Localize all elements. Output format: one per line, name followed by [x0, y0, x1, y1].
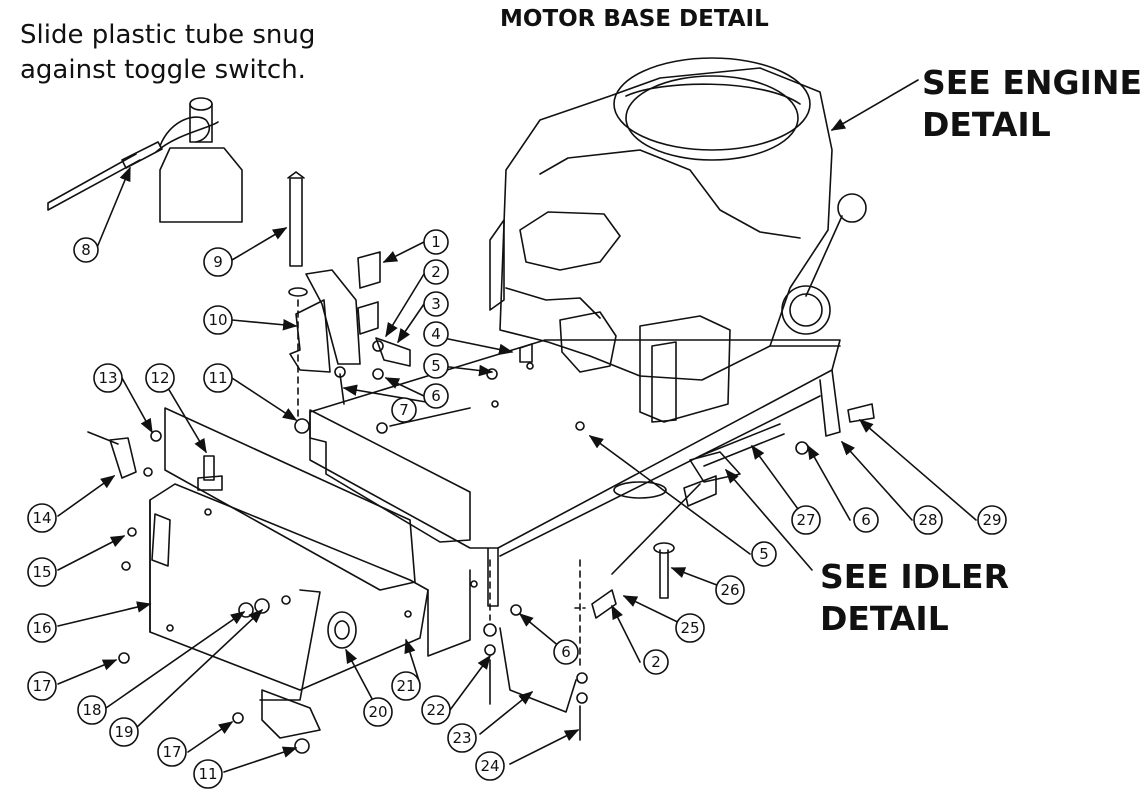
bubble-3: 3 — [423, 291, 449, 317]
bubble-7: 7 — [391, 397, 417, 423]
diagram-title: MOTOR BASE DETAIL — [500, 6, 769, 32]
bubble-25-label: 25 — [680, 619, 699, 637]
bubble-2-lower-label: 2 — [651, 653, 661, 671]
bubble-6-lower-label: 6 — [561, 643, 571, 661]
bubble-22: 22 — [421, 695, 451, 725]
bubble-11-bottom: 11 — [193, 759, 223, 789]
hardware-parts — [87, 171, 875, 754]
bubble-27-label: 27 — [796, 511, 815, 529]
see-idler-detail-callout: SEE IDLER DETAIL — [820, 556, 1009, 640]
assembly-note-line-2: against toggle switch. — [20, 55, 306, 85]
bubble-17-left-label: 17 — [32, 677, 51, 695]
bubble-17-bottom-label: 17 — [162, 743, 181, 761]
bubble-8: 8 — [73, 237, 99, 263]
bubble-16-label: 16 — [32, 619, 51, 637]
bubble-13-label: 13 — [98, 369, 117, 387]
bubble-28: 28 — [913, 505, 943, 535]
bubble-17-left: 17 — [27, 671, 57, 701]
bubble-2-label: 2 — [431, 263, 441, 281]
bubble-11-label: 11 — [208, 369, 227, 387]
bubble-21-label: 21 — [396, 677, 415, 695]
bubble-15: 15 — [27, 557, 57, 587]
bubble-4-label: 4 — [431, 325, 441, 343]
bubble-1-label: 1 — [431, 233, 441, 251]
bubble-3-label: 3 — [431, 295, 441, 313]
see-engine-detail-callout: SEE ENGINE DETAIL — [922, 62, 1142, 146]
idler-callout-line-1: SEE IDLER — [820, 557, 1009, 596]
callout-bubbles: 1 2 3 4 5 6 7 8 9 10 13 12 11 14 15 16 1… — [27, 229, 1007, 789]
assembly-note-line-1: Slide plastic tube snug — [20, 20, 316, 50]
bubble-6-right: 6 — [853, 507, 879, 533]
bubble-4: 4 — [423, 321, 449, 347]
engine-callout-line-2: DETAIL — [922, 105, 1051, 144]
bubble-12-label: 12 — [150, 369, 169, 387]
bubble-6: 6 — [423, 383, 449, 409]
bubble-29: 29 — [977, 505, 1007, 535]
bubble-2-lower: 2 — [643, 649, 669, 675]
bubble-16: 16 — [27, 613, 57, 643]
bubble-7-label: 7 — [399, 401, 409, 419]
bubble-22-label: 22 — [426, 701, 445, 719]
bubble-20-label: 20 — [368, 703, 387, 721]
bubble-24-label: 24 — [480, 757, 499, 775]
bubble-24: 24 — [475, 751, 505, 781]
bubble-2: 2 — [423, 259, 449, 285]
bubble-10: 10 — [203, 305, 233, 335]
bubble-9-label: 9 — [213, 253, 223, 271]
engine-callout-line-1: SEE ENGINE — [922, 63, 1142, 102]
bubble-5-label: 5 — [431, 357, 441, 375]
bubble-26-label: 26 — [720, 581, 739, 599]
bubble-18-label: 18 — [82, 701, 101, 719]
bubble-23: 23 — [447, 723, 477, 753]
bubble-9: 9 — [203, 247, 233, 277]
bubble-23-label: 23 — [452, 729, 471, 747]
bubble-21: 21 — [391, 671, 421, 701]
leader-lines — [57, 79, 977, 773]
bubble-19: 19 — [109, 717, 139, 747]
bubble-29-label: 29 — [982, 511, 1001, 529]
motor-base-plate — [309, 339, 841, 607]
idler-callout-line-2: DETAIL — [820, 599, 949, 638]
bubble-6-lower: 6 — [553, 639, 579, 665]
bubble-17-bottom: 17 — [157, 737, 187, 767]
bubble-5-lower: 5 — [751, 541, 777, 567]
bubble-6-right-label: 6 — [861, 511, 871, 529]
bubble-5-lower-label: 5 — [759, 545, 769, 563]
bubble-14-label: 14 — [32, 509, 51, 527]
bubble-1: 1 — [423, 229, 449, 255]
bubble-25: 25 — [675, 613, 705, 643]
bubble-14: 14 — [27, 503, 57, 533]
bubble-13: 13 — [93, 363, 123, 393]
bubble-18: 18 — [77, 695, 107, 725]
bubble-20: 20 — [363, 697, 393, 727]
front-shield — [149, 407, 478, 739]
bubble-27: 27 — [791, 505, 821, 535]
bubble-10-label: 10 — [208, 311, 227, 329]
bubble-28-label: 28 — [918, 511, 937, 529]
assembly-note: Slide plastic tube snug against toggle s… — [20, 18, 315, 88]
bubble-8-label: 8 — [81, 241, 91, 259]
toggle-switch-detail — [47, 97, 243, 223]
bubble-5: 5 — [423, 353, 449, 379]
bubble-15-label: 15 — [32, 563, 51, 581]
engine-outline — [489, 57, 867, 423]
bubble-11-bottom-label: 11 — [198, 765, 217, 783]
bubble-19-label: 19 — [114, 723, 133, 741]
bubble-12: 12 — [145, 363, 175, 393]
bubble-11: 11 — [203, 363, 233, 393]
bubble-26: 26 — [715, 575, 745, 605]
bubble-6-label: 6 — [431, 387, 441, 405]
